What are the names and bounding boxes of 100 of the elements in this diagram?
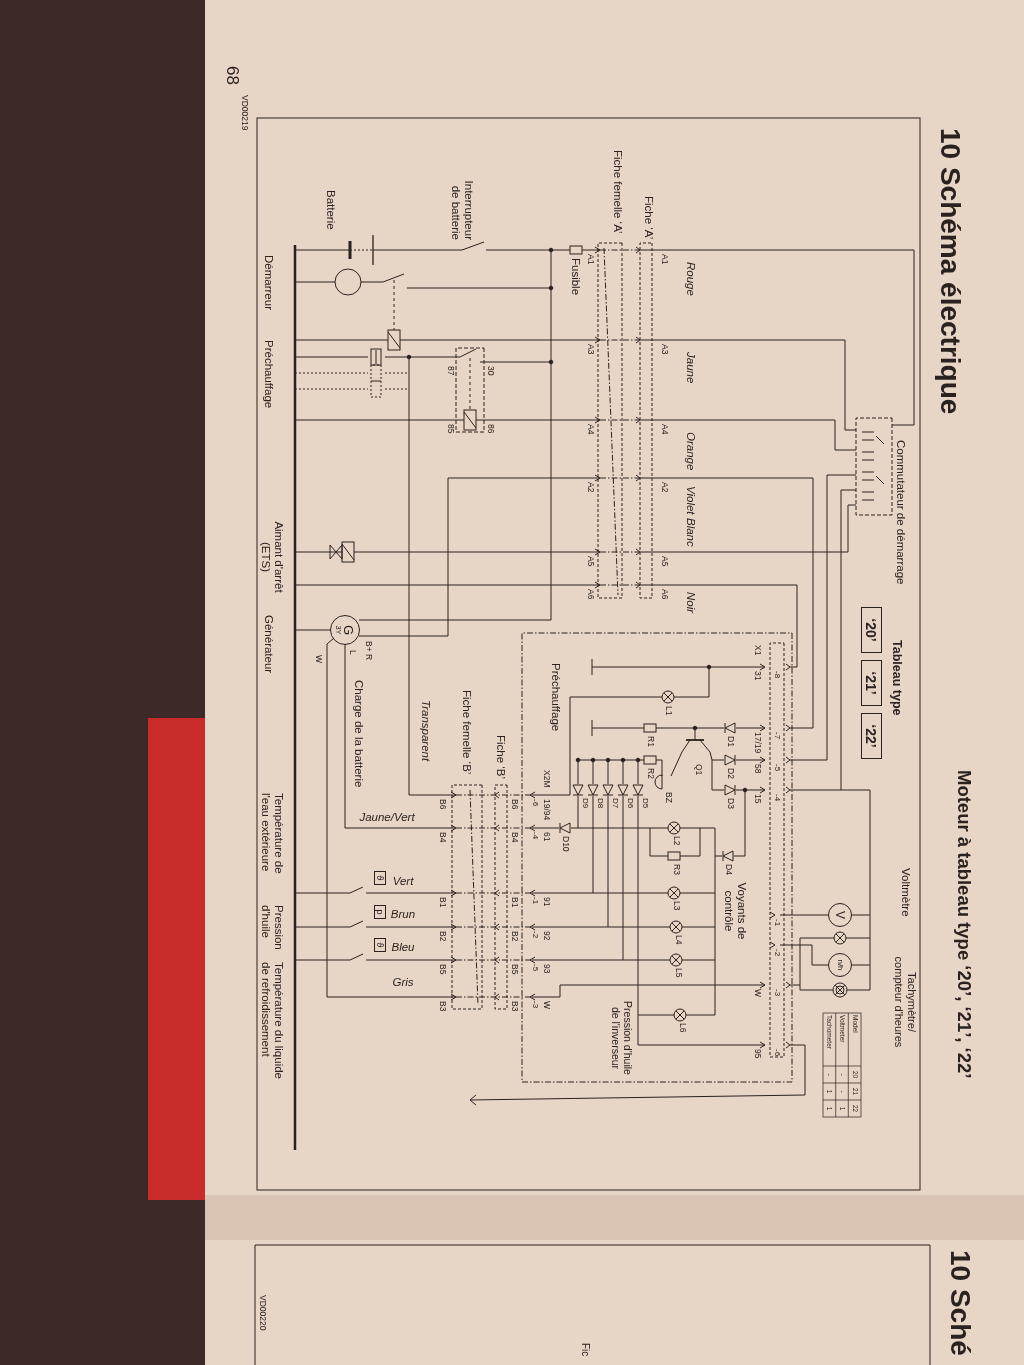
section-label: Tableau type bbox=[889, 640, 905, 716]
pin-label: A6 bbox=[659, 589, 669, 600]
pin-label: B4 bbox=[437, 832, 447, 843]
component-label: Interrupteur de batterie bbox=[449, 179, 476, 240]
pin-label: -1 bbox=[530, 897, 540, 905]
component-label: D4 bbox=[723, 864, 733, 875]
pin-label: 91 bbox=[541, 897, 551, 907]
pin-label: 61 bbox=[541, 832, 551, 842]
gauge-label: Voltmètre bbox=[898, 868, 912, 917]
component-label: L4 bbox=[673, 935, 683, 945]
pin-label: W bbox=[752, 989, 762, 998]
terminal-label: W bbox=[313, 655, 323, 664]
connector-label: Fiche ‘B’ bbox=[493, 735, 507, 780]
component-label: Générateur bbox=[261, 615, 275, 674]
panel-type-box: ‘20’ bbox=[861, 607, 882, 653]
pin-label: -3 bbox=[530, 1001, 540, 1009]
terminal-label: 86 bbox=[485, 424, 495, 434]
pin-label: -1 bbox=[772, 919, 782, 927]
component-label: R3 bbox=[671, 864, 681, 875]
connector-label: X1 bbox=[752, 645, 762, 656]
pin-label: B5 bbox=[437, 964, 447, 975]
pin-label: -6 bbox=[530, 799, 540, 807]
pin-label: A2 bbox=[659, 482, 669, 493]
pin-label: A2 bbox=[585, 482, 595, 493]
pin-label: B5 bbox=[509, 964, 519, 975]
connector-label: Fiche femelle ‘A’ bbox=[610, 150, 624, 234]
pin-label: B2 bbox=[509, 931, 519, 942]
pin-label: A1 bbox=[659, 254, 669, 265]
pin-label: -5 bbox=[530, 964, 540, 972]
component-label: R1 bbox=[645, 736, 655, 747]
component-label: Fusible bbox=[568, 258, 582, 296]
wire-colour-label: Brun bbox=[390, 908, 416, 922]
component-label: Batterie bbox=[323, 190, 337, 230]
connector-label: Fiche femelle ‘B’ bbox=[459, 690, 473, 775]
wire-colour-label: Bleu bbox=[391, 941, 415, 955]
pin-label: B3 bbox=[437, 1001, 447, 1012]
component-label: Commutateur de démarrage bbox=[893, 440, 907, 585]
sensor-box: ϑ bbox=[374, 938, 386, 952]
pin-label: 92 bbox=[541, 931, 551, 941]
pin-label: 15 bbox=[752, 794, 762, 804]
component-label: L3 bbox=[671, 901, 681, 911]
pin-label: A5 bbox=[585, 556, 595, 567]
component-label: Préchauffage bbox=[261, 340, 275, 409]
pin-label: B4 bbox=[509, 832, 519, 843]
wire-colour-label: Blanc bbox=[683, 518, 697, 547]
pin-label: B6 bbox=[509, 799, 519, 810]
pin-label: A4 bbox=[585, 424, 595, 435]
terminal-label: 85 bbox=[445, 424, 455, 434]
pin-label: B3 bbox=[509, 1001, 519, 1012]
component-label: Température de l'eau extérieure bbox=[259, 793, 286, 876]
component-label: R2 bbox=[645, 768, 655, 779]
pin-label: 93 bbox=[541, 964, 551, 974]
pin-label: A3 bbox=[659, 344, 669, 355]
pin-label: 58 bbox=[752, 764, 762, 774]
component-label: D7 bbox=[610, 798, 620, 809]
pin-label: A5 bbox=[659, 556, 669, 567]
component-label: D8 bbox=[595, 798, 605, 809]
panel-type-box: ‘21’ bbox=[861, 660, 882, 706]
pin-label: 95 bbox=[752, 1049, 762, 1059]
figure-code: VD00220 bbox=[257, 1295, 267, 1331]
component-label: L6 bbox=[677, 1023, 687, 1033]
page-text: Fic bbox=[579, 1343, 591, 1357]
pin-label: 31 bbox=[752, 671, 762, 681]
component-label: Température du liquide de refroidissement bbox=[259, 962, 286, 1081]
component-label: D9 bbox=[580, 798, 590, 809]
page-heading: Moteur à tableau type ‘20’, ‘21’, ‘22’ bbox=[953, 770, 975, 1079]
pin-label: -6 bbox=[772, 1049, 782, 1057]
component-label: D3 bbox=[725, 798, 735, 809]
wire-colour-label: Transparent bbox=[418, 700, 432, 762]
wire-colour-label: Orange bbox=[683, 432, 697, 471]
panel-type-box: ‘22’ bbox=[861, 713, 882, 759]
section-label: Préchauffage bbox=[548, 663, 562, 732]
pin-label: 17/19 bbox=[752, 732, 762, 754]
component-label: D6 bbox=[625, 798, 635, 809]
component-label: L5 bbox=[673, 968, 683, 978]
page-title: 10 Schéma électrique bbox=[934, 128, 967, 415]
component-label: Pression d'huile bbox=[259, 905, 286, 952]
wire-colour-label: Gris bbox=[392, 976, 414, 990]
pin-label: -8 bbox=[772, 671, 782, 679]
component-label: Q1 bbox=[693, 764, 703, 776]
component-label: Pression d'huile de l'inverseur bbox=[609, 1000, 635, 1077]
component-label: D5 bbox=[640, 798, 650, 809]
component-label: BZ bbox=[663, 792, 673, 803]
pin-label: B1 bbox=[437, 897, 447, 908]
terminal-label: B+ R bbox=[363, 641, 373, 661]
component-label: D1 bbox=[725, 736, 735, 747]
pin-label: A1 bbox=[585, 254, 595, 265]
wire-colour-label: Noir bbox=[683, 592, 697, 614]
page-heading: 10 Sché bbox=[944, 1250, 977, 1356]
connector-label: Fiche ‘A’ bbox=[641, 196, 655, 240]
wire-colour-label: Rouge bbox=[683, 262, 697, 296]
pin-label: B1 bbox=[509, 897, 519, 908]
sensor-box: ϑ bbox=[374, 871, 386, 885]
connector-label: X2M bbox=[541, 770, 551, 788]
pin-label: -7 bbox=[772, 732, 782, 740]
pin-label: W bbox=[541, 1001, 551, 1010]
terminal-label: 87 bbox=[445, 366, 455, 376]
pin-label: 19/94 bbox=[541, 799, 551, 821]
pin-label: -4 bbox=[772, 794, 782, 802]
component-label: D10 bbox=[560, 836, 570, 852]
